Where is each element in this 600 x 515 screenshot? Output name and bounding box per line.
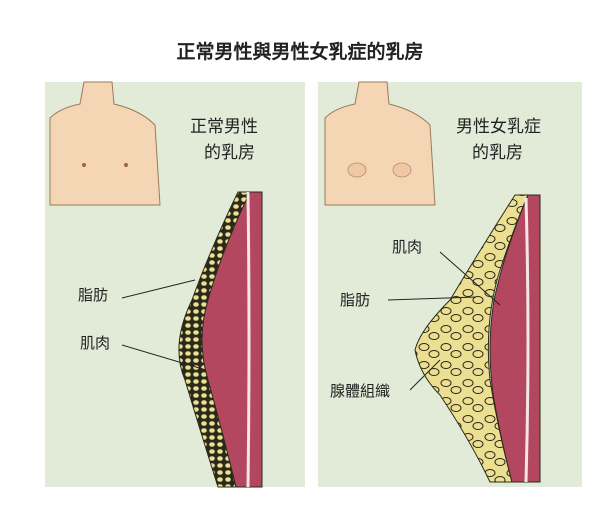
fat-label: 脂肪	[78, 286, 108, 304]
muscle-layer	[201, 191, 263, 488]
fat-pointer-line	[121, 279, 196, 299]
fat-label: 脂肪	[340, 291, 370, 309]
caption-line-2: 的乳房	[204, 143, 255, 163]
muscle-pointer-line	[121, 344, 207, 371]
rib-line	[246, 191, 251, 488]
gland-tissue-label: 腺體組織	[330, 382, 390, 400]
muscle-label: 肌肉	[80, 334, 110, 352]
torso-illustration	[49, 81, 161, 206]
rib-line	[524, 197, 530, 483]
normal-male-panel: 正常男性 的乳房 脂肪 肌肉	[45, 81, 305, 488]
gynecomastia-panel: 男性女乳症 的乳房 肌肉 脂肪 腺體組織	[318, 81, 582, 487]
caption-line-2: 的乳房	[472, 143, 523, 163]
muscle-pointer-line	[439, 251, 501, 306]
fat-and-gland-layer	[414, 194, 529, 483]
caption-line-1: 男性女乳症	[456, 117, 541, 137]
torso-illustration	[324, 81, 436, 206]
diagram-title: 正常男性與男性女乳症的乳房	[176, 40, 423, 63]
muscle-label: 肌肉	[392, 238, 422, 256]
fat-pointer-line	[387, 296, 477, 301]
caption-line-1: 正常男性	[190, 117, 258, 137]
gland-pointer-line	[409, 359, 441, 391]
